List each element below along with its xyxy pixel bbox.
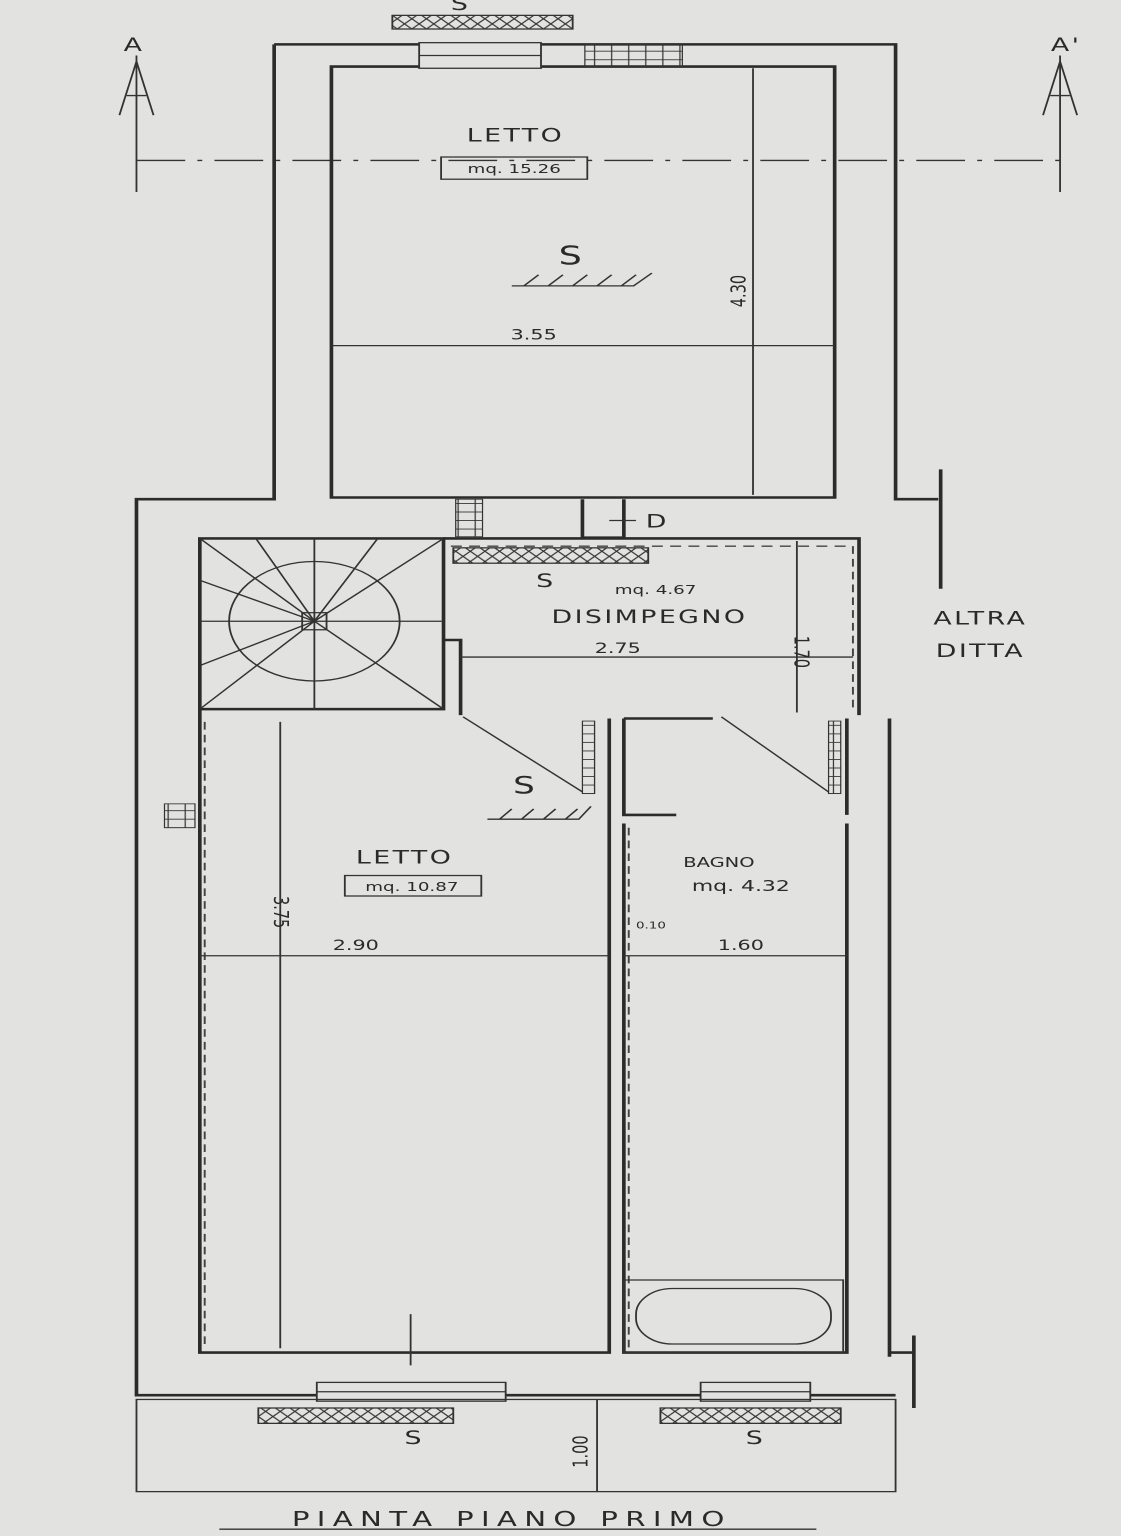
- room-depth: 4.30: [727, 275, 751, 307]
- sun-label: S: [513, 772, 535, 800]
- wall-thickness: 0.10: [636, 920, 666, 931]
- balcony-depth: 1.00: [569, 1435, 593, 1467]
- room-width: 1.60: [718, 937, 764, 954]
- room-letto-upper: LETTO mq. 15.26 S 3.55 4.30: [331, 68, 835, 495]
- top-railing: [391, 14, 574, 30]
- room-area: mq. 4.67: [615, 582, 697, 597]
- top-sun-label: S: [451, 0, 470, 15]
- room-width: 2.90: [333, 937, 379, 954]
- room-disimpegno: S mq. 4.67 DISIMPEGNO 2.75 1.70: [460, 541, 853, 713]
- room-depth: 3.75: [268, 896, 292, 928]
- room-area: mq. 4.32: [692, 877, 790, 895]
- neighbor-label-line1: ALTRA: [933, 608, 1027, 629]
- room-name: BAGNO: [683, 854, 754, 870]
- room-name: DISIMPEGNO: [552, 607, 748, 628]
- room-name: LETTO: [356, 847, 453, 868]
- section-marker-a-prime: A': [1051, 35, 1082, 56]
- room-width: 2.75: [595, 640, 641, 657]
- room-name: LETTO: [467, 125, 564, 146]
- section-line: A A': [118, 35, 1082, 193]
- neighbor-label-line2: DITTA: [936, 641, 1025, 662]
- room-area: mq. 15.26: [468, 161, 561, 176]
- balcony-sun-right: S: [746, 1428, 765, 1449]
- door-label: D: [646, 511, 669, 532]
- sun-label: S: [559, 242, 582, 271]
- walls: [134, 42, 943, 1409]
- room-area: mq. 10.87: [365, 879, 458, 894]
- balcony-sun-left: S: [405, 1428, 424, 1449]
- room-depth: 1.70: [789, 636, 813, 668]
- section-marker-a: A: [124, 35, 145, 56]
- room-width: 3.55: [511, 327, 557, 344]
- plan-title: PIANTA PIANO PRIMO: [292, 1507, 732, 1531]
- room-letto-lower: S LETTO mq. 10.87 2.90 3.75: [199, 721, 610, 1366]
- balcony: S S 1.00: [135, 1398, 897, 1493]
- room-bagno: BAGNO mq. 4.32 1.60 0.10: [623, 854, 847, 957]
- sun-label: S: [536, 571, 555, 592]
